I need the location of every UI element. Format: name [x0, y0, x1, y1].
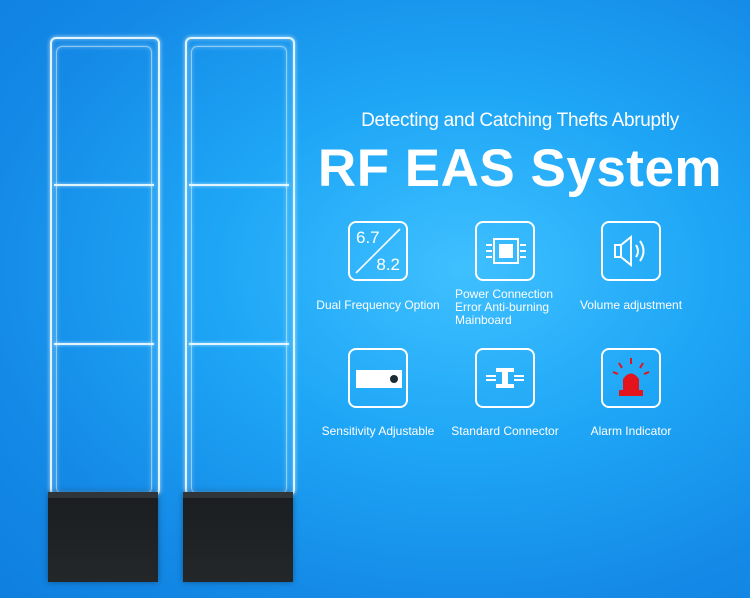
feature-dual-frequency: 6.7 8.2 Dual Frequency Option	[303, 221, 453, 312]
alarm-light-icon	[601, 348, 661, 408]
feature-alarm-indicator: Alarm Indicator	[556, 348, 706, 438]
feature-label: Alarm Indicator	[590, 424, 672, 438]
connector-icon	[475, 348, 535, 408]
feature-label: Standard Connector	[451, 424, 559, 438]
frequency-value-bottom: 8.2	[376, 255, 400, 274]
feature-anti-burning-mainboard: Power Connection Error Anti-burning Main…	[430, 221, 580, 327]
frequency-value-top: 6.7	[356, 228, 380, 247]
page-title: RF EAS System	[317, 139, 723, 198]
feature-label: Power Connection Error Anti-burning Main…	[455, 287, 554, 327]
feature-sensitivity-adjustable: Sensitivity Adjustable	[303, 348, 453, 438]
feature-label: Sensitivity Adjustable	[321, 424, 435, 438]
feature-standard-connector: Standard Connector	[430, 348, 580, 438]
feature-label: Volume adjustment	[579, 298, 683, 312]
subtitle: Detecting and Catching Thefts Abruptly	[361, 110, 679, 131]
sensitivity-slider-icon	[348, 348, 408, 408]
dual-frequency-icon: 6.7 8.2	[348, 221, 408, 281]
feature-label: Dual Frequency Option	[316, 298, 440, 312]
feature-volume-adjustment: Volume adjustment	[556, 221, 706, 312]
speaker-icon	[601, 221, 661, 281]
chip-icon	[475, 221, 535, 281]
